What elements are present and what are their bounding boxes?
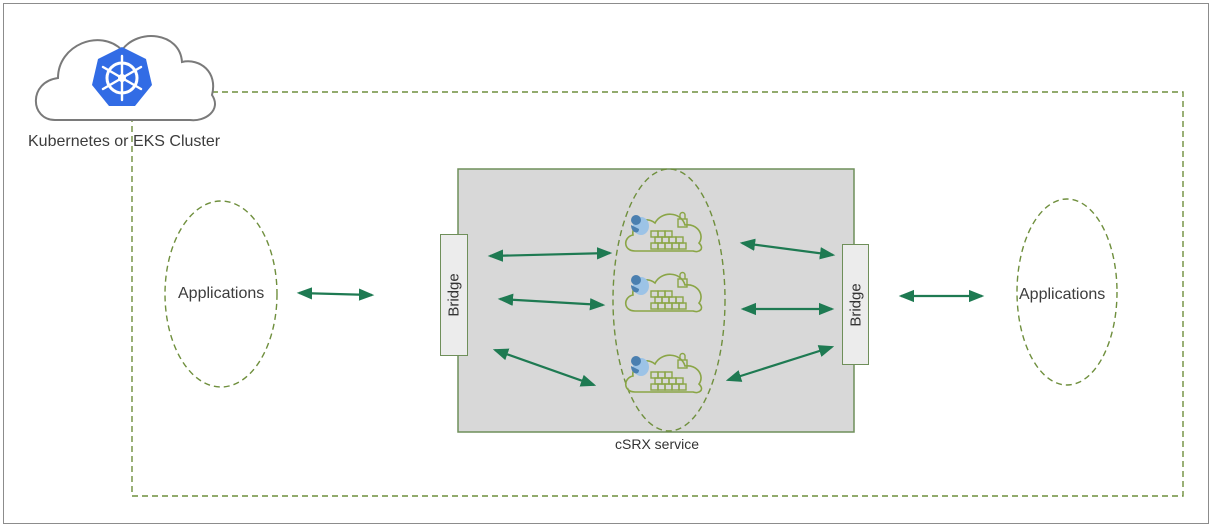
kubernetes-helm-icon: [92, 47, 152, 106]
user-figure-icon: [631, 356, 649, 376]
applications-left-ellipse: [164, 200, 278, 388]
arrow-bridge-left-pod-3: [492, 348, 597, 387]
figure-frame: [3, 3, 1209, 524]
arrow-bridge-left-pod-1: [487, 247, 613, 262]
csrx-pod-icon: [624, 211, 703, 253]
csrx-pod-icon: [624, 352, 703, 394]
bridge-left: Bridge: [440, 234, 468, 356]
applications-right-ellipse: [1016, 198, 1118, 386]
cluster-boundary: [131, 91, 1184, 497]
csrx-pods-ellipse: [612, 168, 726, 432]
arrow-app-left-to-service: [296, 287, 375, 301]
bridge-right-label: Bridge: [847, 282, 864, 327]
user-figure-icon: [631, 215, 649, 235]
applications-left-label: Applications: [178, 285, 265, 302]
csrx-pod-icon: [624, 271, 703, 313]
arrow-pod-1-bridge-right: [739, 238, 836, 260]
applications-right-label: Applications: [1019, 286, 1106, 303]
bridge-left-label: Bridge: [445, 273, 463, 317]
csrx-service-label: cSRX service: [615, 436, 700, 452]
bridge-right: Bridge: [842, 244, 869, 365]
arrow-pod-3-bridge-right: [725, 345, 835, 382]
user-figure-icon: [631, 275, 649, 295]
arrow-bridge-left-pod-2: [497, 293, 606, 311]
cluster-label: Kubernetes or EKS Cluster: [28, 133, 221, 150]
